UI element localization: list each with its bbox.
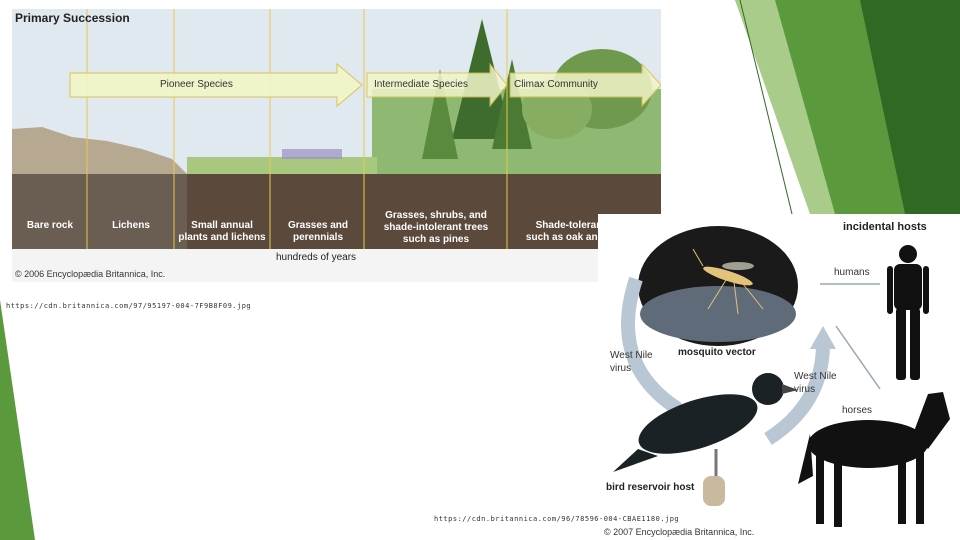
stage-label: Grasses and xyxy=(287,220,349,231)
humans-label: humans xyxy=(834,267,870,278)
virus-label-right: West Nile virus xyxy=(794,370,837,396)
source-url-1[interactable]: https://cdn.britannica.com/97/95197-004-… xyxy=(6,302,252,310)
succession-copyright: © 2006 Encyclopædia Britannica, Inc. xyxy=(15,269,166,279)
transmission-arrow-right xyxy=(764,343,830,445)
horse-icon xyxy=(798,392,950,527)
virus-label-line: West Nile xyxy=(610,350,653,361)
deco-shape-light xyxy=(735,0,835,214)
pioneer-arrow xyxy=(69,62,363,108)
arrow-head xyxy=(810,326,836,349)
west-nile-copyright: © 2007 Encyclopædia Britannica, Inc. xyxy=(604,527,755,537)
intermediate-species-label: Intermediate Species xyxy=(374,79,468,90)
west-nile-cycle-figure: incidental hosts humans horses mosquito … xyxy=(598,214,958,540)
intermediate-arrow xyxy=(366,62,508,108)
timeline-strip xyxy=(12,249,661,282)
flower-patch xyxy=(282,149,342,159)
stage-bare-rock: Bare rock xyxy=(16,220,84,232)
source-url-2[interactable]: https://cdn.britannica.com/96/78596-004-… xyxy=(434,515,680,523)
climax-arrow xyxy=(509,62,661,108)
stage-grasses-perennials: Grasses and perennials xyxy=(272,220,364,244)
stage-label: shade-intolerant trees xyxy=(383,222,489,233)
pine-tree xyxy=(422,69,458,159)
stage-shade-tolerant: Shade-tolerant trees such as oak and hic… xyxy=(509,220,659,244)
human-icon xyxy=(887,245,929,380)
pointer-line xyxy=(835,325,881,390)
pioneer-species-label: Pioneer Species xyxy=(160,79,233,90)
west-nile-illustration xyxy=(613,226,950,527)
stage-label: such as oak and hickory xyxy=(525,232,643,243)
stage-shrubs-pines: Grasses, shrubs, and shade-intolerant tr… xyxy=(366,210,506,246)
succession-title: Primary Succession xyxy=(15,11,130,25)
timeline-label: hundreds of years xyxy=(276,252,357,263)
grass-band xyxy=(187,157,377,174)
stage-label: perennials xyxy=(292,232,344,243)
stage-label: Bare rock xyxy=(26,220,74,231)
deco-line xyxy=(739,0,793,215)
succession-illustration xyxy=(12,9,661,282)
incidental-hosts-label: incidental hosts xyxy=(843,221,927,233)
crow-icon xyxy=(613,373,798,506)
virus-label-line: West Nile xyxy=(794,371,837,382)
virus-label-line: virus xyxy=(610,363,632,374)
bare-rock xyxy=(12,127,187,174)
virus-label-line: virus xyxy=(794,384,816,395)
stage-lichens: Lichens xyxy=(90,220,172,232)
transmission-arrow-left xyxy=(621,276,682,415)
stage-label: Lichens xyxy=(112,220,150,231)
mosquito-icon xyxy=(692,248,764,315)
deco-shape-left xyxy=(0,300,35,540)
mosquito-vector-label: mosquito vector xyxy=(678,347,756,358)
stage-label: Grasses, shrubs, and xyxy=(385,210,487,221)
stage-label: Shade-tolerant trees xyxy=(535,220,633,231)
bird-reservoir-host-label: bird reservoir host xyxy=(606,482,695,493)
primary-succession-figure: Primary Succession Pioneer Species Inter… xyxy=(12,9,661,282)
stage-label: plants and lichens xyxy=(178,232,266,243)
horses-label: horses xyxy=(842,405,873,416)
rock-base xyxy=(12,174,187,256)
pine-tree xyxy=(492,59,532,149)
stage-small-annual: Small annual plants and lichens xyxy=(174,220,270,244)
stage-label: such as pines xyxy=(402,234,470,245)
virus-label-left: West Nile virus xyxy=(610,349,653,375)
skin-surface xyxy=(640,286,796,342)
deco-shape-dark xyxy=(860,0,960,214)
stage-label: Small annual xyxy=(191,220,253,231)
climax-community-label: Climax Community xyxy=(514,79,598,90)
